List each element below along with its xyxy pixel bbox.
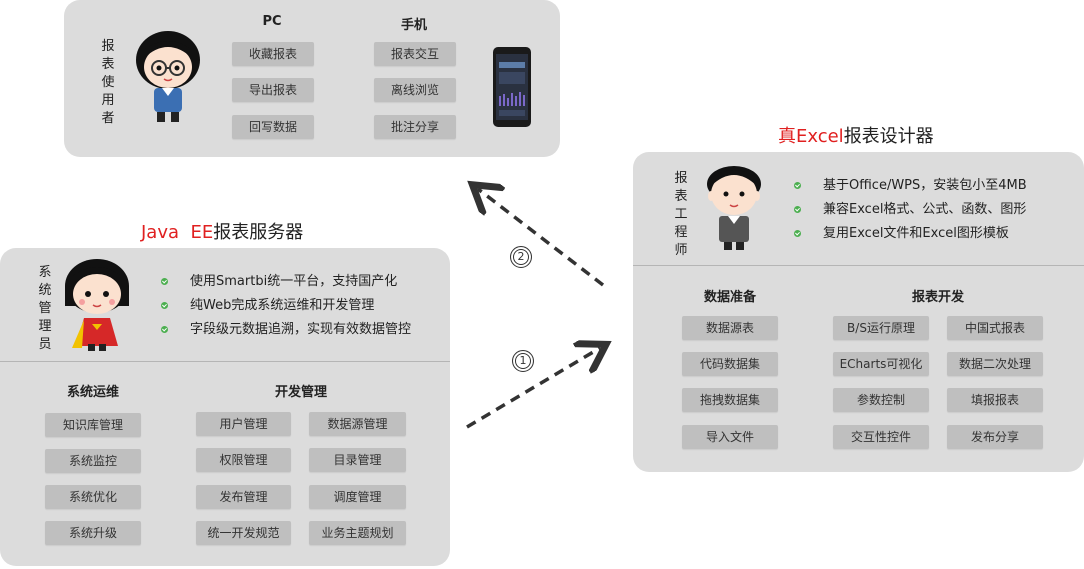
server-title: Java EE报表服务器 — [141, 218, 303, 244]
server-divider — [0, 361, 450, 362]
tag-report-interaction: 报表交互 — [374, 42, 456, 66]
server-bullet-2: 纯Web完成系统运维和开发管理 — [190, 298, 375, 313]
user-role-label: 报表使用者 — [101, 39, 115, 126]
tag-publish-manage: 发布管理 — [196, 485, 291, 509]
tag-catalog-manage: 目录管理 — [309, 448, 406, 472]
tag-dev-standard: 统一开发规范 — [196, 521, 291, 545]
designer-divider — [633, 265, 1084, 266]
check-icon — [161, 302, 168, 309]
report-dev-header: 报表开发 — [911, 290, 964, 305]
tag-param-control: 参数控制 — [833, 388, 929, 412]
designer-title-accent: 真Excel — [778, 126, 844, 147]
tag-offline-browse: 离线浏览 — [374, 78, 456, 102]
server-title-accent: Java EE — [141, 222, 214, 243]
step2-number: 2 — [510, 246, 532, 268]
tag-fill-report: 填报报表 — [947, 388, 1043, 412]
tag-chinese-report: 中国式报表 — [947, 316, 1043, 340]
tag-export-report: 导出报表 — [232, 78, 314, 102]
engineer-avatar — [707, 166, 761, 250]
server-title-text: 报表服务器 — [213, 222, 304, 243]
designer-title: 真Excel报表设计器 — [778, 122, 934, 148]
check-icon — [794, 230, 801, 237]
girl-avatar — [136, 31, 200, 122]
tag-permission-manage: 权限管理 — [196, 448, 291, 472]
check-icon — [794, 182, 801, 189]
server-bullet-3: 字段级元数据追溯，实现有效数据管控 — [190, 322, 412, 337]
tag-publish-share: 发布分享 — [947, 425, 1043, 449]
tag-system-optimize: 系统优化 — [45, 485, 141, 509]
tag-datasource-table: 数据源表 — [682, 316, 778, 340]
tag-knowledge-base: 知识库管理 — [45, 413, 141, 437]
step1-number: 1 — [512, 350, 534, 372]
designer-bullet-1: 基于Office/WPS，安装包小至4MB — [823, 178, 1027, 193]
server-bullet-1: 使用Smartbi统一平台，支持国产化 — [190, 274, 398, 289]
tag-annotate-share: 批注分享 — [374, 115, 456, 139]
pc-header: PC — [262, 14, 282, 29]
tag-data-reprocess: 数据二次处理 — [947, 352, 1043, 376]
mobile-header: 手机 — [400, 18, 427, 33]
tag-schedule-manage: 调度管理 — [309, 485, 406, 509]
designer-bullet-3: 复用Excel文件和Excel图形模板 — [823, 226, 1009, 241]
tag-code-dataset: 代码数据集 — [682, 352, 778, 376]
check-icon — [794, 206, 801, 213]
ops-header: 系统运维 — [66, 385, 119, 400]
tag-system-upgrade: 系统升级 — [45, 521, 141, 545]
tag-business-topic: 业务主题规划 — [309, 521, 406, 545]
check-icon — [161, 326, 168, 333]
phone-icon — [493, 47, 531, 127]
tag-writeback: 回写数据 — [232, 115, 314, 139]
dev-header: 开发管理 — [274, 385, 327, 400]
arrow-step1 — [466, 348, 600, 429]
tag-datasource-manage: 数据源管理 — [309, 412, 406, 436]
arrow-step2 — [478, 189, 605, 287]
engineer-role-label: 报表工程师 — [674, 171, 688, 258]
designer-panel — [633, 152, 1084, 472]
tag-system-monitor: 系统监控 — [45, 449, 141, 473]
admin-role-label: 系统管理员 — [38, 265, 52, 352]
tag-interactive-control: 交互性控件 — [833, 425, 929, 449]
designer-bullet-2: 兼容Excel格式、公式、函数、图形 — [823, 202, 1027, 217]
admin-avatar — [65, 259, 129, 351]
tag-echarts: ECharts可视化 — [833, 352, 929, 376]
designer-title-text: 报表设计器 — [843, 126, 934, 147]
tag-drag-dataset: 拖拽数据集 — [682, 388, 778, 412]
check-icon — [161, 278, 168, 285]
tag-bs-principle: B/S运行原理 — [833, 316, 929, 340]
tag-import-file: 导入文件 — [682, 425, 778, 449]
tag-collect-report: 收藏报表 — [232, 42, 314, 66]
prep-header: 数据准备 — [703, 290, 756, 305]
tag-user-manage: 用户管理 — [196, 412, 291, 436]
